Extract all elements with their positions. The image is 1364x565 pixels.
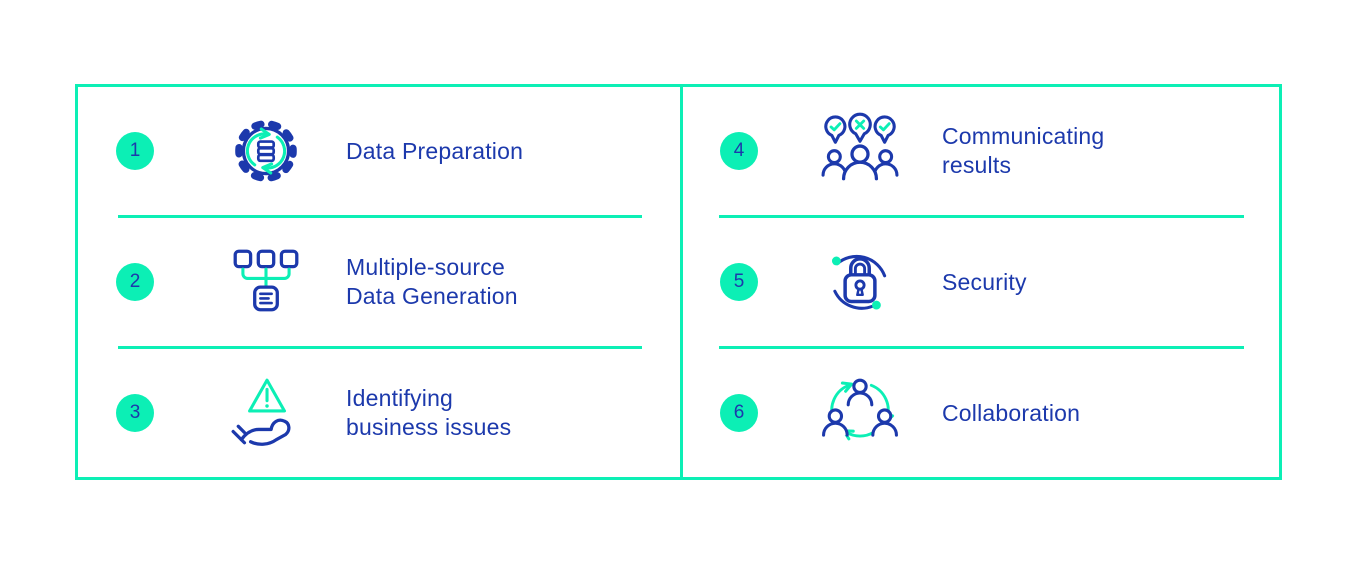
padlock-orbit-icon xyxy=(820,243,900,321)
people-cycle-arrows-icon xyxy=(820,374,900,452)
feature-row-security: 5 Security xyxy=(683,218,1279,346)
feature-label: Multiple-source Data Generation xyxy=(346,254,518,309)
step-number-badge: 2 xyxy=(116,263,154,301)
feature-label: Identifying business issues xyxy=(346,385,512,440)
feature-label: Collaboration xyxy=(942,399,1081,426)
left-panel: 1 xyxy=(75,84,683,480)
feature-row-identifying-issues: 3 Identifying business issues xyxy=(78,349,680,477)
people-speech-check-icon xyxy=(820,112,900,190)
step-number-badge: 5 xyxy=(720,263,758,301)
feature-row-multiple-source: 2 Multiple-source Data Generation xyxy=(78,218,680,346)
row-divider xyxy=(118,215,642,218)
feature-row-collaboration: 6 xyxy=(683,349,1279,477)
gear-sync-database-icon xyxy=(226,112,306,190)
multi-source-merge-document-icon xyxy=(226,243,306,321)
row-divider xyxy=(118,346,642,349)
step-number-badge: 6 xyxy=(720,394,758,432)
hand-warning-triangle-icon xyxy=(226,374,306,452)
feature-label: Communicating results xyxy=(942,123,1105,178)
feature-label: Data Preparation xyxy=(346,137,524,164)
step-number-badge: 3 xyxy=(116,394,154,432)
feature-row-communicating-results: 4 xyxy=(683,87,1279,215)
step-number-badge: 1 xyxy=(116,132,154,170)
right-panel: 4 xyxy=(680,84,1282,480)
row-divider xyxy=(719,346,1244,349)
feature-grid: 1 xyxy=(75,84,1282,480)
feature-label: Security xyxy=(942,268,1027,295)
row-divider xyxy=(719,215,1244,218)
step-number-badge: 4 xyxy=(720,132,758,170)
feature-row-data-preparation: 1 xyxy=(78,87,680,215)
